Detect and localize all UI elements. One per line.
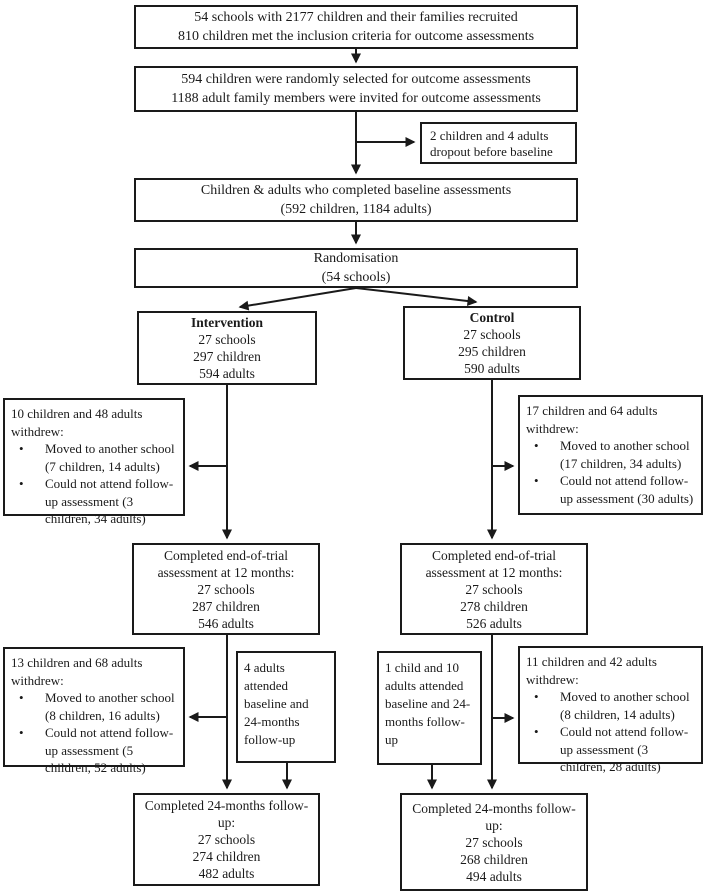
completed-24m-intervention-box: Completed 24-months follow-up: 27 school…: [133, 793, 320, 886]
completed-12m-control-box: Completed end-of-trial assessment at 12 …: [400, 543, 588, 635]
randomisation-line1: Randomisation: [313, 251, 399, 266]
withdraw-control-12m-box: 17 children and 64 adults withdrew: Move…: [518, 395, 703, 515]
withdraw-header: 13 children and 68 adults withdrew:: [11, 655, 143, 688]
intervention-children: 297 children: [193, 349, 261, 364]
completed-12m-schools: 27 schools: [465, 581, 523, 597]
intervention-adults: 594 adults: [199, 366, 255, 381]
baseline-line1: Children & adults who completed baseline…: [200, 183, 512, 198]
completed-24m-control-box: Completed 24-months follow-up: 27 school…: [400, 793, 588, 891]
withdraw-bullet: Moved to another school (8 children, 14 …: [526, 688, 695, 723]
completed-24m-adults: 494 adults: [466, 868, 522, 884]
withdraw-bullet: Could not attend follow-up assessment (5…: [11, 724, 177, 777]
intervention-schools: 27 schools: [198, 332, 256, 347]
completed-12m-header: Completed end-of-trial assessment at 12 …: [425, 547, 563, 580]
recruited-line1: 54 schools with 2177 children and their …: [194, 10, 518, 25]
recruited-box: 54 schools with 2177 children and their …: [134, 5, 578, 49]
control-adults: 590 adults: [464, 361, 520, 376]
withdraw-bullet: Could not attend follow-up assessment (3…: [526, 472, 695, 507]
completed-12m-children: 278 children: [460, 598, 528, 614]
completed-24m-children: 274 children: [192, 849, 261, 864]
completed-24m-schools: 27 schools: [197, 832, 256, 847]
completed-24m-adults: 482 adults: [198, 866, 255, 881]
arrow-randomisation-to-intervention: [238, 287, 357, 311]
control-schools: 27 schools: [463, 327, 521, 342]
attended-control-box: 1 child and 10 adults attended baseline …: [377, 651, 482, 765]
recruited-line2: 810 children met the inclusion criteria …: [177, 29, 535, 44]
control-children: 295 children: [458, 344, 526, 359]
attended-intervention-box: 4 adults attended baseline and 24-months…: [236, 651, 336, 763]
withdraw-intervention-24m-box: 13 children and 68 adults withdrew: Move…: [3, 647, 185, 775]
withdraw-bullet: Moved to another school (17 children, 34…: [526, 437, 695, 472]
withdraw-bullet: Moved to another school (7 children, 14 …: [11, 440, 177, 475]
withdraw-control-24m-box: 11 children and 42 adults withdrew: Move…: [518, 646, 703, 774]
completed-24m-header: Completed 24-months follow-up:: [144, 798, 309, 830]
withdraw-bullet: Could not attend follow-up assessment (3…: [11, 475, 177, 528]
randomisation-line2: (54 schools): [321, 270, 391, 285]
withdraw-bullet: Could not attend follow-up assessment (3…: [526, 723, 695, 776]
completed-24m-schools: 27 schools: [465, 834, 523, 850]
withdraw-bullet: Moved to another school (8 children, 16 …: [11, 689, 177, 724]
withdraw-header: 17 children and 64 adults withdrew:: [526, 403, 658, 436]
attended-intervention-text: 4 adults attended baseline and 24-months…: [244, 660, 309, 747]
selected-line2: 1188 adult family members were invited f…: [171, 91, 541, 106]
completed-12m-children: 287 children: [192, 598, 260, 614]
completed-12m-header: Completed end-of-trial assessment at 12 …: [157, 547, 295, 580]
completed-24m-children: 268 children: [460, 851, 528, 867]
control-box: Control 27 schools 295 children 590 adul…: [403, 306, 581, 380]
completed-12m-adults: 526 adults: [466, 615, 522, 631]
completed-12m-intervention-box: Completed end-of-trial assessment at 12 …: [132, 543, 320, 635]
attended-control-text: 1 child and 10 adults attended baseline …: [385, 660, 471, 747]
control-title: Control: [469, 310, 515, 325]
randomisation-box: Randomisation (54 schools): [134, 248, 578, 288]
withdraw-header: 10 children and 48 adults withdrew:: [11, 406, 143, 439]
dropout-box: 2 children and 4 adults dropout before b…: [420, 122, 577, 164]
intervention-title: Intervention: [191, 315, 263, 330]
completed-12m-adults: 546 adults: [198, 615, 254, 631]
completed-24m-header: Completed 24-months follow-up:: [412, 800, 576, 833]
withdraw-header: 11 children and 42 adults withdrew:: [526, 654, 657, 687]
dropout-text: 2 children and 4 adults dropout before b…: [430, 128, 553, 159]
intervention-box: Intervention 27 schools 297 children 594…: [137, 311, 317, 385]
selected-line1: 594 children were randomly selected for …: [181, 72, 531, 87]
baseline-line2: (592 children, 1184 adults): [280, 202, 432, 217]
withdraw-intervention-12m-box: 10 children and 48 adults withdrew: Move…: [3, 398, 185, 526]
selected-box: 594 children were randomly selected for …: [134, 66, 578, 112]
arrow-randomisation-to-control: [355, 287, 478, 306]
baseline-box: Children & adults who completed baseline…: [134, 178, 578, 222]
completed-12m-schools: 27 schools: [197, 581, 255, 597]
